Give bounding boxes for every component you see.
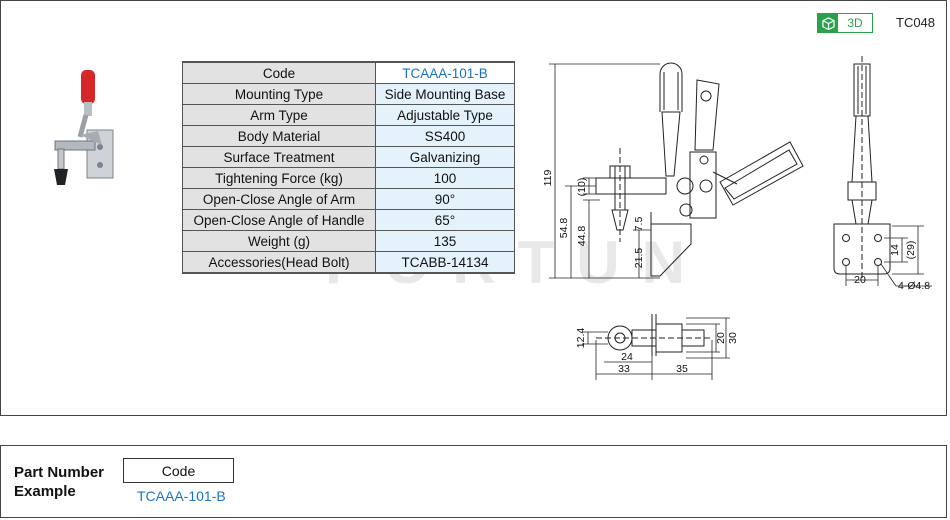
spec-label: Weight (g) [182,230,376,252]
dim-44-8: 44.8 [576,226,588,247]
spec-label: Open-Close Angle of Arm [182,188,376,210]
spec-label: Accessories(Head Bolt) [182,251,376,274]
part-number-title-line2: Example [14,483,76,500]
technical-drawing: 119 (10) 54.8 44.8 21.5 7.5 14 (29) 20 4… [542,56,932,380]
dim-hole: 4-Ø4.8 [898,280,930,292]
dim-20-top: 20 [715,332,727,344]
dim-35: 35 [676,363,688,375]
top-view-dimensions [582,317,730,380]
table-row: Code TCAAA-101-B [182,61,515,84]
part-number-title: Part Number Example [14,463,104,501]
table-row: Tightening Force (kg) 100 [182,167,515,189]
dim-20-side: 20 [854,274,866,286]
dim-29: (29) [905,241,917,260]
front-view-drawing [595,62,804,277]
table-row: Mounting Type Side Mounting Base [182,83,515,105]
table-row: Surface Treatment Galvanizing [182,146,515,168]
side-view-drawing [833,56,891,280]
spec-value: Adjustable Type [375,104,515,126]
spec-table: Code TCAAA-101-B Mounting Type Side Moun… [182,61,515,274]
spec-label: Body Material [182,125,376,147]
cube-icon [818,14,838,32]
dim-54-8: 54.8 [558,218,570,239]
spec-value: TCABB-14134 [375,251,515,274]
dim-10: (10) [576,178,588,197]
table-row: Accessories(Head Bolt) TCABB-14134 [182,251,515,274]
dim-7-5: 7.5 [633,217,645,232]
spec-label: Mounting Type [182,83,376,105]
spec-value: 135 [375,230,515,252]
dim-14: 14 [889,244,901,256]
table-row: Body Material SS400 [182,125,515,147]
dim-33: 33 [618,363,630,375]
dim-119: 119 [542,169,554,186]
spec-value: Side Mounting Base [375,83,515,105]
spec-label: Arm Type [182,104,376,126]
spec-value-code: TCAAA-101-B [375,61,515,84]
table-row: Arm Type Adjustable Type [182,104,515,126]
code-header-box: Code [123,458,234,483]
spec-value: SS400 [375,125,515,147]
part-number-example-value: TCAAA-101-B [137,488,226,504]
spec-value: 100 [375,167,515,189]
3d-label: 3D [847,16,863,30]
spec-value: 65° [375,209,515,231]
3d-view-button[interactable]: 3D [817,13,873,33]
dim-12-4: 12.4 [575,328,587,349]
top-view-drawing [596,314,712,356]
series-code: TC048 [896,15,936,30]
table-row: Open-Close Angle of Arm 90° [182,188,515,210]
spec-label: Code [182,61,376,84]
spec-label: Open-Close Angle of Handle [182,209,376,231]
part-number-panel [0,445,947,518]
front-view-dimensions [549,63,660,279]
dim-24: 24 [621,351,633,363]
dim-21-5: 21.5 [633,248,645,269]
spec-label: Tightening Force (kg) [182,167,376,189]
spec-value: Galvanizing [375,146,515,168]
product-spec-panel [0,0,947,416]
spec-value: 90° [375,188,515,210]
spec-label: Surface Treatment [182,146,376,168]
part-number-title-line1: Part Number [14,464,105,481]
table-row: Weight (g) 135 [182,230,515,252]
product-photo [54,70,114,185]
side-view-dimensions [845,225,932,287]
dim-30: 30 [727,332,739,344]
table-row: Open-Close Angle of Handle 65° [182,209,515,231]
